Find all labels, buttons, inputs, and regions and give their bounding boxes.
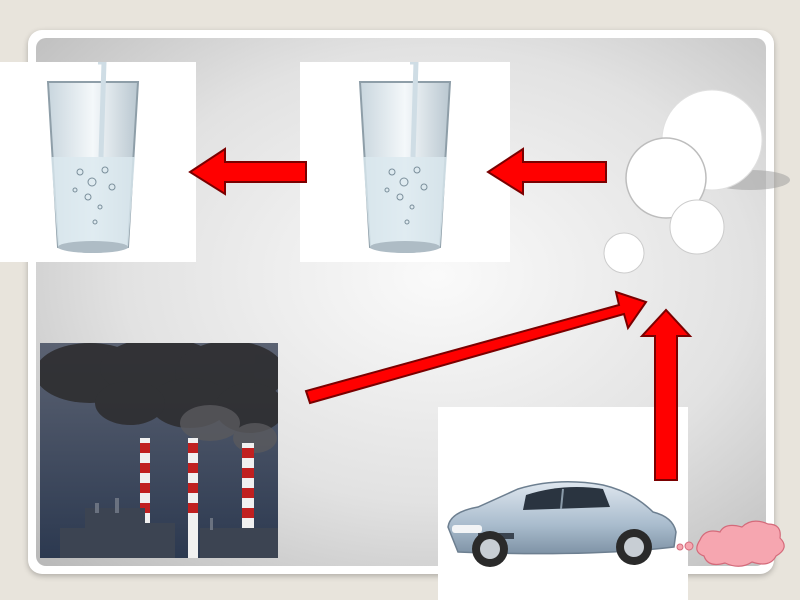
car-image [438,407,688,600]
glass-of-water-left [0,62,196,262]
factory-illustration [40,343,278,558]
glass-of-water-right [300,62,510,262]
glass-of-water-icon [0,62,196,262]
factory-smokestacks-image [40,343,278,558]
glass-of-water-icon [300,62,510,262]
car-panel [438,407,688,600]
